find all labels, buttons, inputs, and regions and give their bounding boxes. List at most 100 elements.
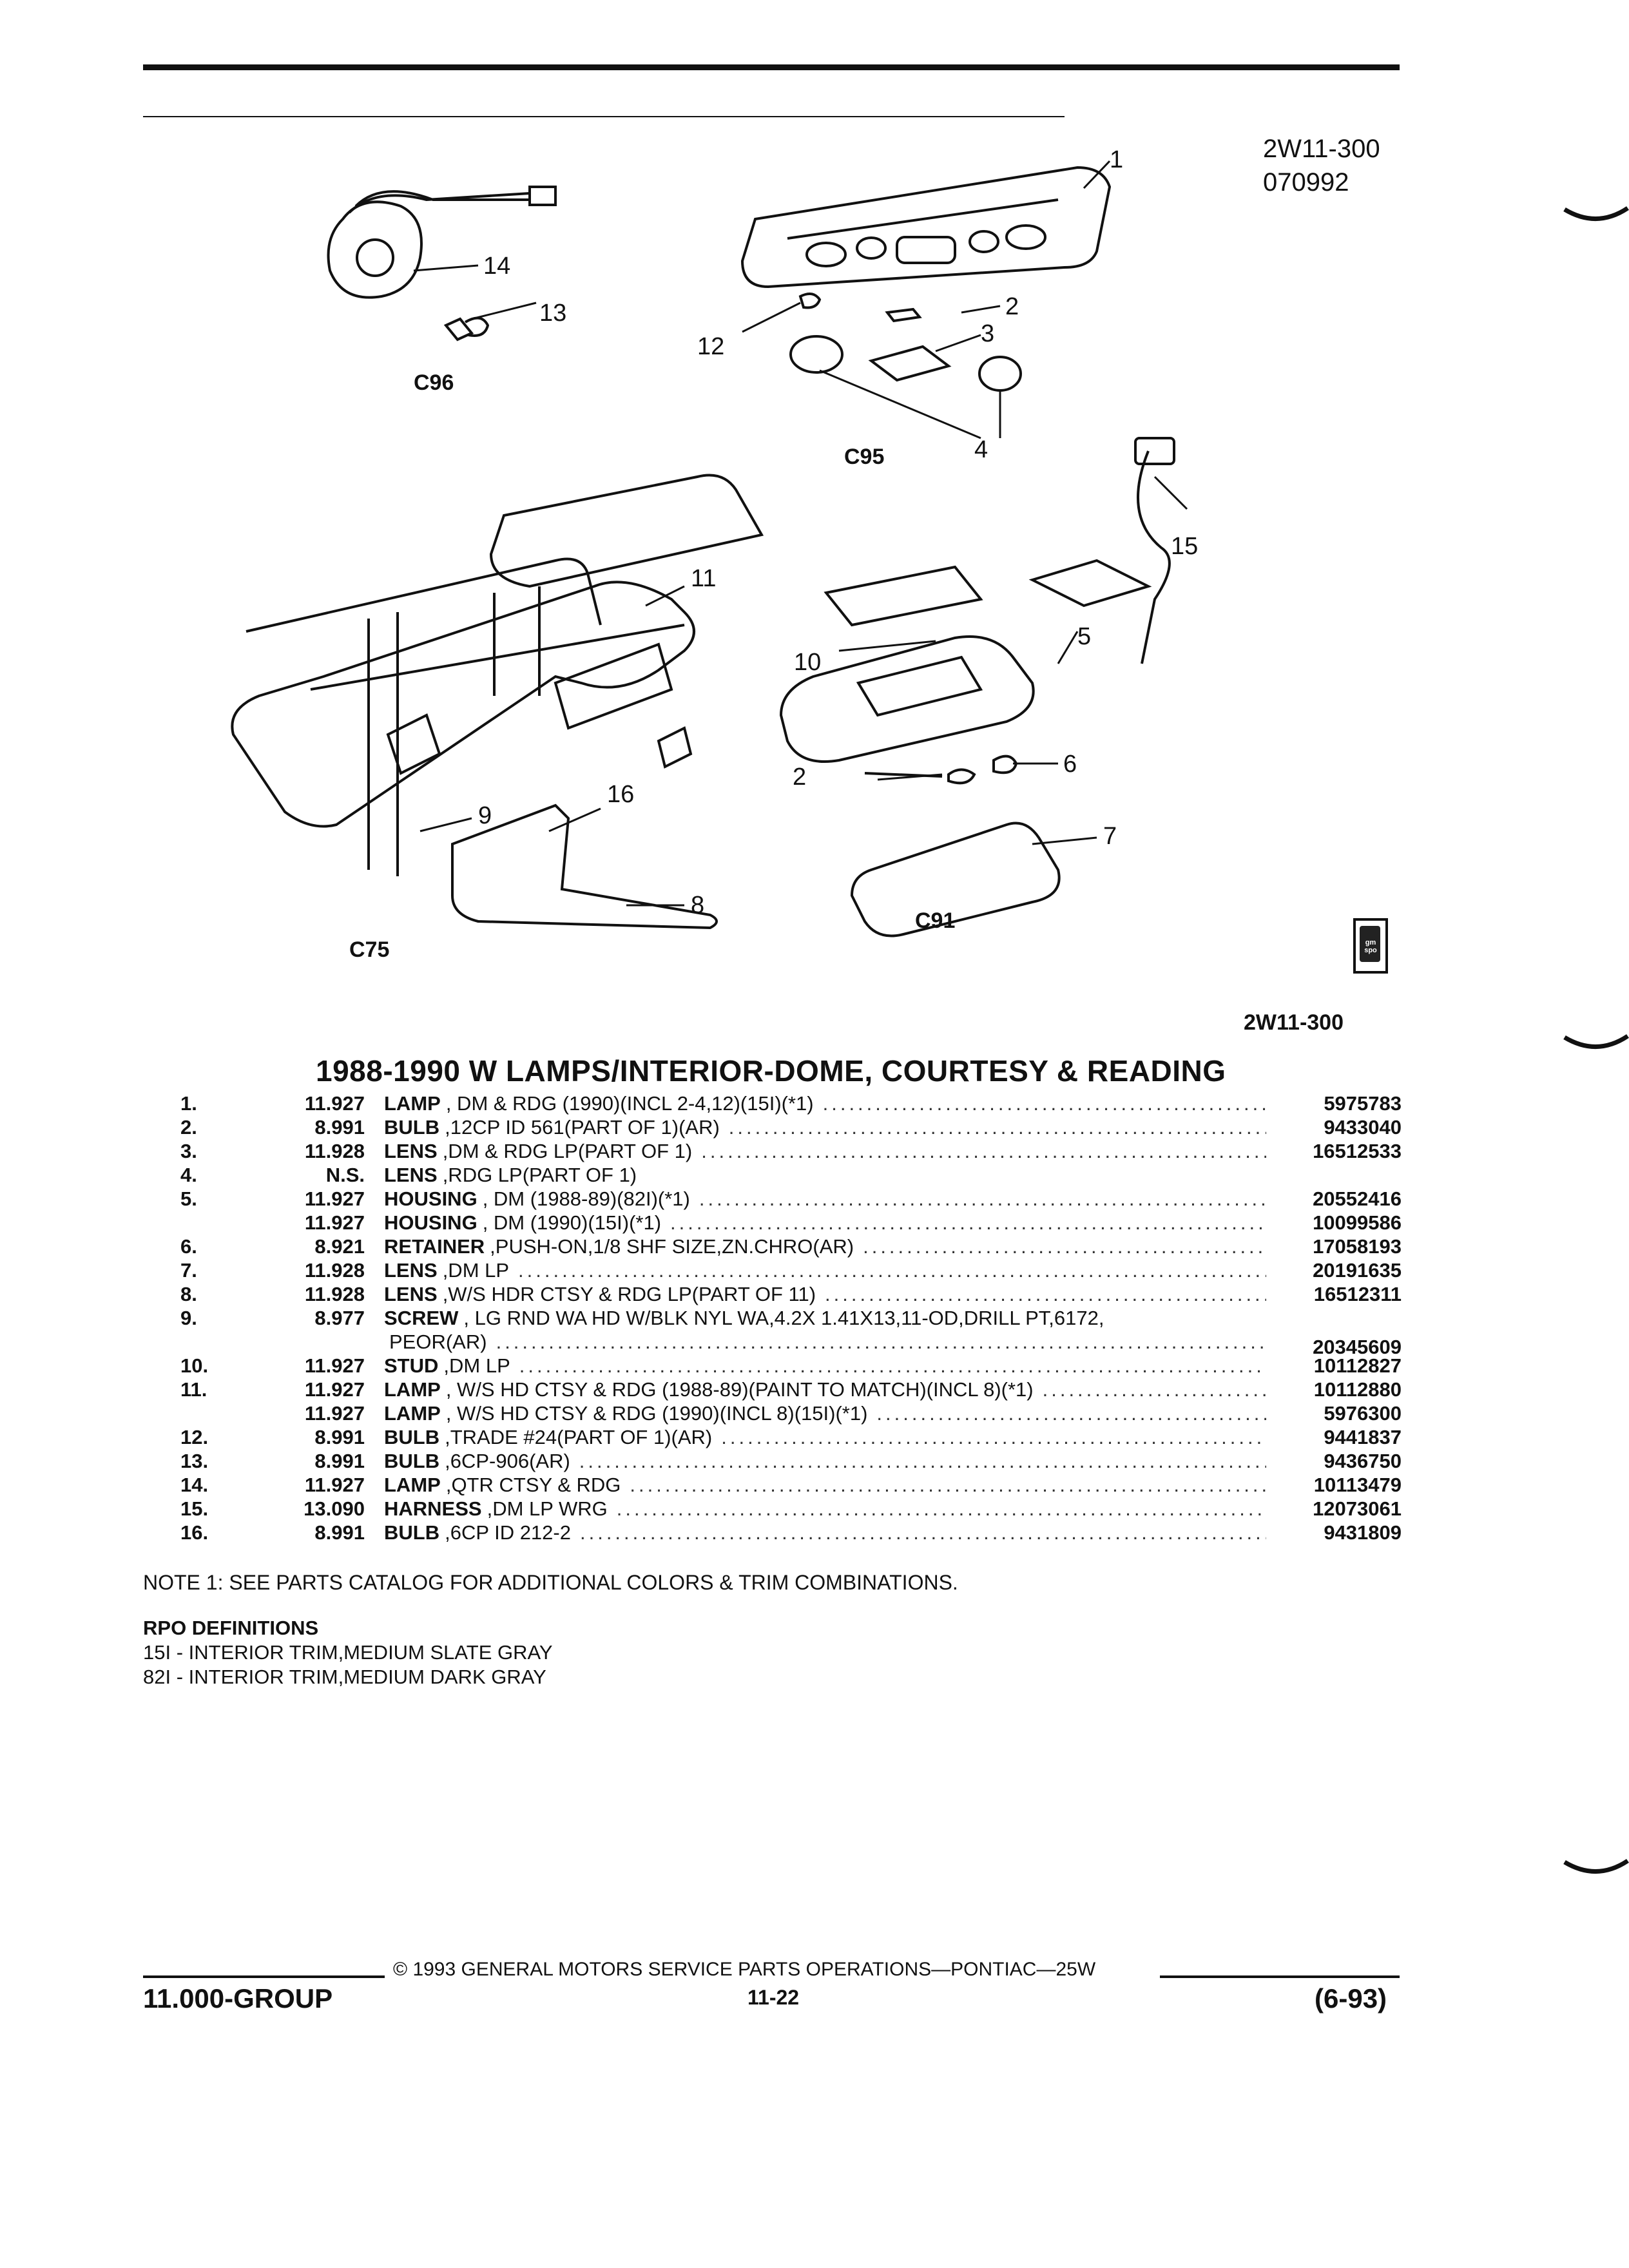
footer-group: 11.000-GROUP xyxy=(143,1983,333,2013)
item-number: 9. xyxy=(180,1307,197,1329)
leader-dots: ........................................… xyxy=(822,1092,1266,1115)
group-number: 11.927 xyxy=(304,1092,365,1115)
callout-15: 15 xyxy=(1171,533,1198,560)
part-description: BULB,6CP-906(AR)........................… xyxy=(384,1449,1266,1473)
part-name: RETAINER xyxy=(384,1235,485,1258)
part-description: HOUSING, DM (1988-89)(82I)(*1)..........… xyxy=(384,1187,1266,1211)
item-number: 11. xyxy=(180,1378,207,1401)
leader-dots: ........................................… xyxy=(728,1116,1266,1139)
part-name: LENS xyxy=(384,1283,438,1305)
part-number: 5976300 xyxy=(1324,1402,1402,1425)
parts-row: PEOR(AR)................................… xyxy=(180,1330,1402,1358)
item-number: 13. xyxy=(180,1450,209,1472)
rpo-item: 82I - INTERIOR TRIM,MEDIUM DARK GRAY xyxy=(143,1666,546,1688)
callout-1: 1 xyxy=(1110,146,1123,173)
callout-2: 2 xyxy=(1005,293,1019,320)
page-code: 2W11-300 xyxy=(1263,135,1380,163)
part-number: 17058193 xyxy=(1313,1235,1402,1258)
leader-dots: ........................................… xyxy=(496,1331,1266,1353)
item-number: 8. xyxy=(180,1283,197,1305)
group-label-c75: C75 xyxy=(349,937,389,962)
item-number: 12. xyxy=(180,1426,209,1448)
rpo-definitions: RPO DEFINITIONS 15I - INTERIOR TRIM,MEDI… xyxy=(143,1616,553,1689)
item-number: 14. xyxy=(180,1474,209,1496)
part-name: LENS xyxy=(384,1164,438,1186)
footer-rule-left xyxy=(143,1975,385,1978)
part-number: 5975783 xyxy=(1324,1092,1402,1115)
part-name: SCREW xyxy=(384,1307,459,1329)
binding-mark xyxy=(1563,1034,1629,1049)
gm-spo-logo: gm spo xyxy=(1353,918,1388,974)
part-number: 9433040 xyxy=(1324,1116,1402,1139)
callout-5: 5 xyxy=(1077,623,1091,650)
callout-8: 8 xyxy=(691,892,704,919)
part-description: LENS,RDG LP(PART OF 1) xyxy=(384,1163,1266,1187)
part-detail: , LG RND WA HD W/BLK NYL WA,4.2X 1.41X13… xyxy=(463,1307,1104,1329)
group-number: 11.927 xyxy=(304,1474,365,1496)
callout-3: 3 xyxy=(981,320,994,347)
callout-6: 6 xyxy=(1063,751,1077,778)
leader-dots: ........................................… xyxy=(579,1521,1266,1544)
diagram-svg: 1 2 3 4 12 13 14 15 11 10 5 16 9 6 2 7 8… xyxy=(143,115,1198,962)
part-detail: ,TRADE #24(PART OF 1)(AR) xyxy=(445,1426,713,1448)
part-description: HARNESS,DM LP WRG.......................… xyxy=(384,1497,1266,1521)
callout-2-lower: 2 xyxy=(793,764,806,791)
item-number: 10. xyxy=(180,1354,209,1377)
binding-mark xyxy=(1563,1859,1629,1874)
item-number: 7. xyxy=(180,1259,197,1282)
part-detail: ,6CP-906(AR) xyxy=(445,1450,570,1472)
rpo-header: RPO DEFINITIONS xyxy=(143,1617,319,1639)
page-title: 1988-1990 W LAMPS/INTERIOR-DOME, COURTES… xyxy=(316,1054,1226,1088)
part-number: 9431809 xyxy=(1324,1521,1402,1544)
parts-row: 4.N.S.LENS,RDG LP(PART OF 1) xyxy=(180,1163,1402,1187)
quarter-lamp-drawing xyxy=(327,186,557,341)
part-number: 10113479 xyxy=(1313,1474,1402,1496)
part-name: LAMP xyxy=(384,1092,441,1115)
top-rule xyxy=(143,64,1400,70)
part-detail: , DM (1988-89)(82I)(*1) xyxy=(482,1187,690,1210)
footer-rule-right xyxy=(1160,1975,1400,1978)
part-number: 20191635 xyxy=(1313,1259,1402,1282)
dome-lamp-with-harness-drawing xyxy=(779,437,1175,937)
part-detail: , W/S HD CTSY & RDG (1990)(INCL 8)(15I)(… xyxy=(445,1402,868,1425)
part-description: LAMP, W/S HD CTSY & RDG (1990)(INCL 8)(1… xyxy=(384,1401,1266,1425)
part-number: 10112827 xyxy=(1313,1354,1402,1377)
part-description: LAMP, W/S HD CTSY & RDG (1988-89)(PAINT … xyxy=(384,1378,1266,1401)
leader-dots: ........................................… xyxy=(579,1450,1266,1472)
page-codes: 2W11-300 070992 xyxy=(1263,132,1380,199)
group-number: 11.927 xyxy=(304,1187,365,1210)
part-detail: ,RDG LP(PART OF 1) xyxy=(442,1164,637,1186)
item-number: 16. xyxy=(180,1521,209,1544)
part-description: LENS,DM LP..............................… xyxy=(384,1258,1266,1282)
logo-text: gm spo xyxy=(1364,939,1377,954)
leader-dots: ........................................… xyxy=(825,1283,1266,1305)
group-number: 11.927 xyxy=(304,1378,365,1401)
part-detail: ,DM & RDG LP(PART OF 1) xyxy=(442,1140,693,1162)
group-number: 8.991 xyxy=(314,1521,365,1544)
parts-row: 11. 11.927 LAMP, W/S HD CTSY & RDG (1988-8… xyxy=(180,1378,1402,1401)
part-description: STUD,DM LP..............................… xyxy=(384,1354,1266,1378)
part-number: 10112880 xyxy=(1313,1378,1402,1401)
windshield-header-lamp-drawing xyxy=(231,474,764,930)
callout-12: 12 xyxy=(697,333,724,360)
part-detail: , W/S HD CTSY & RDG (1988-89)(PAINT TO M… xyxy=(445,1378,1034,1401)
part-detail: ,12CP ID 561(PART OF 1)(AR) xyxy=(445,1116,720,1139)
leader-dots: ........................................… xyxy=(701,1140,1266,1162)
group-number: 11.928 xyxy=(304,1140,365,1162)
group-number: 8.991 xyxy=(314,1116,365,1139)
part-detail: ,PUSH-ON,1/8 SHF SIZE,ZN.CHRO(AR) xyxy=(490,1235,854,1258)
part-name: LENS xyxy=(384,1259,438,1282)
part-number: 9441837 xyxy=(1324,1426,1402,1448)
part-name: BULB xyxy=(384,1116,440,1139)
leader-dots: ........................................… xyxy=(1042,1378,1266,1401)
logo-emblem: gm spo xyxy=(1360,926,1380,962)
item-number: 6. xyxy=(180,1235,197,1258)
